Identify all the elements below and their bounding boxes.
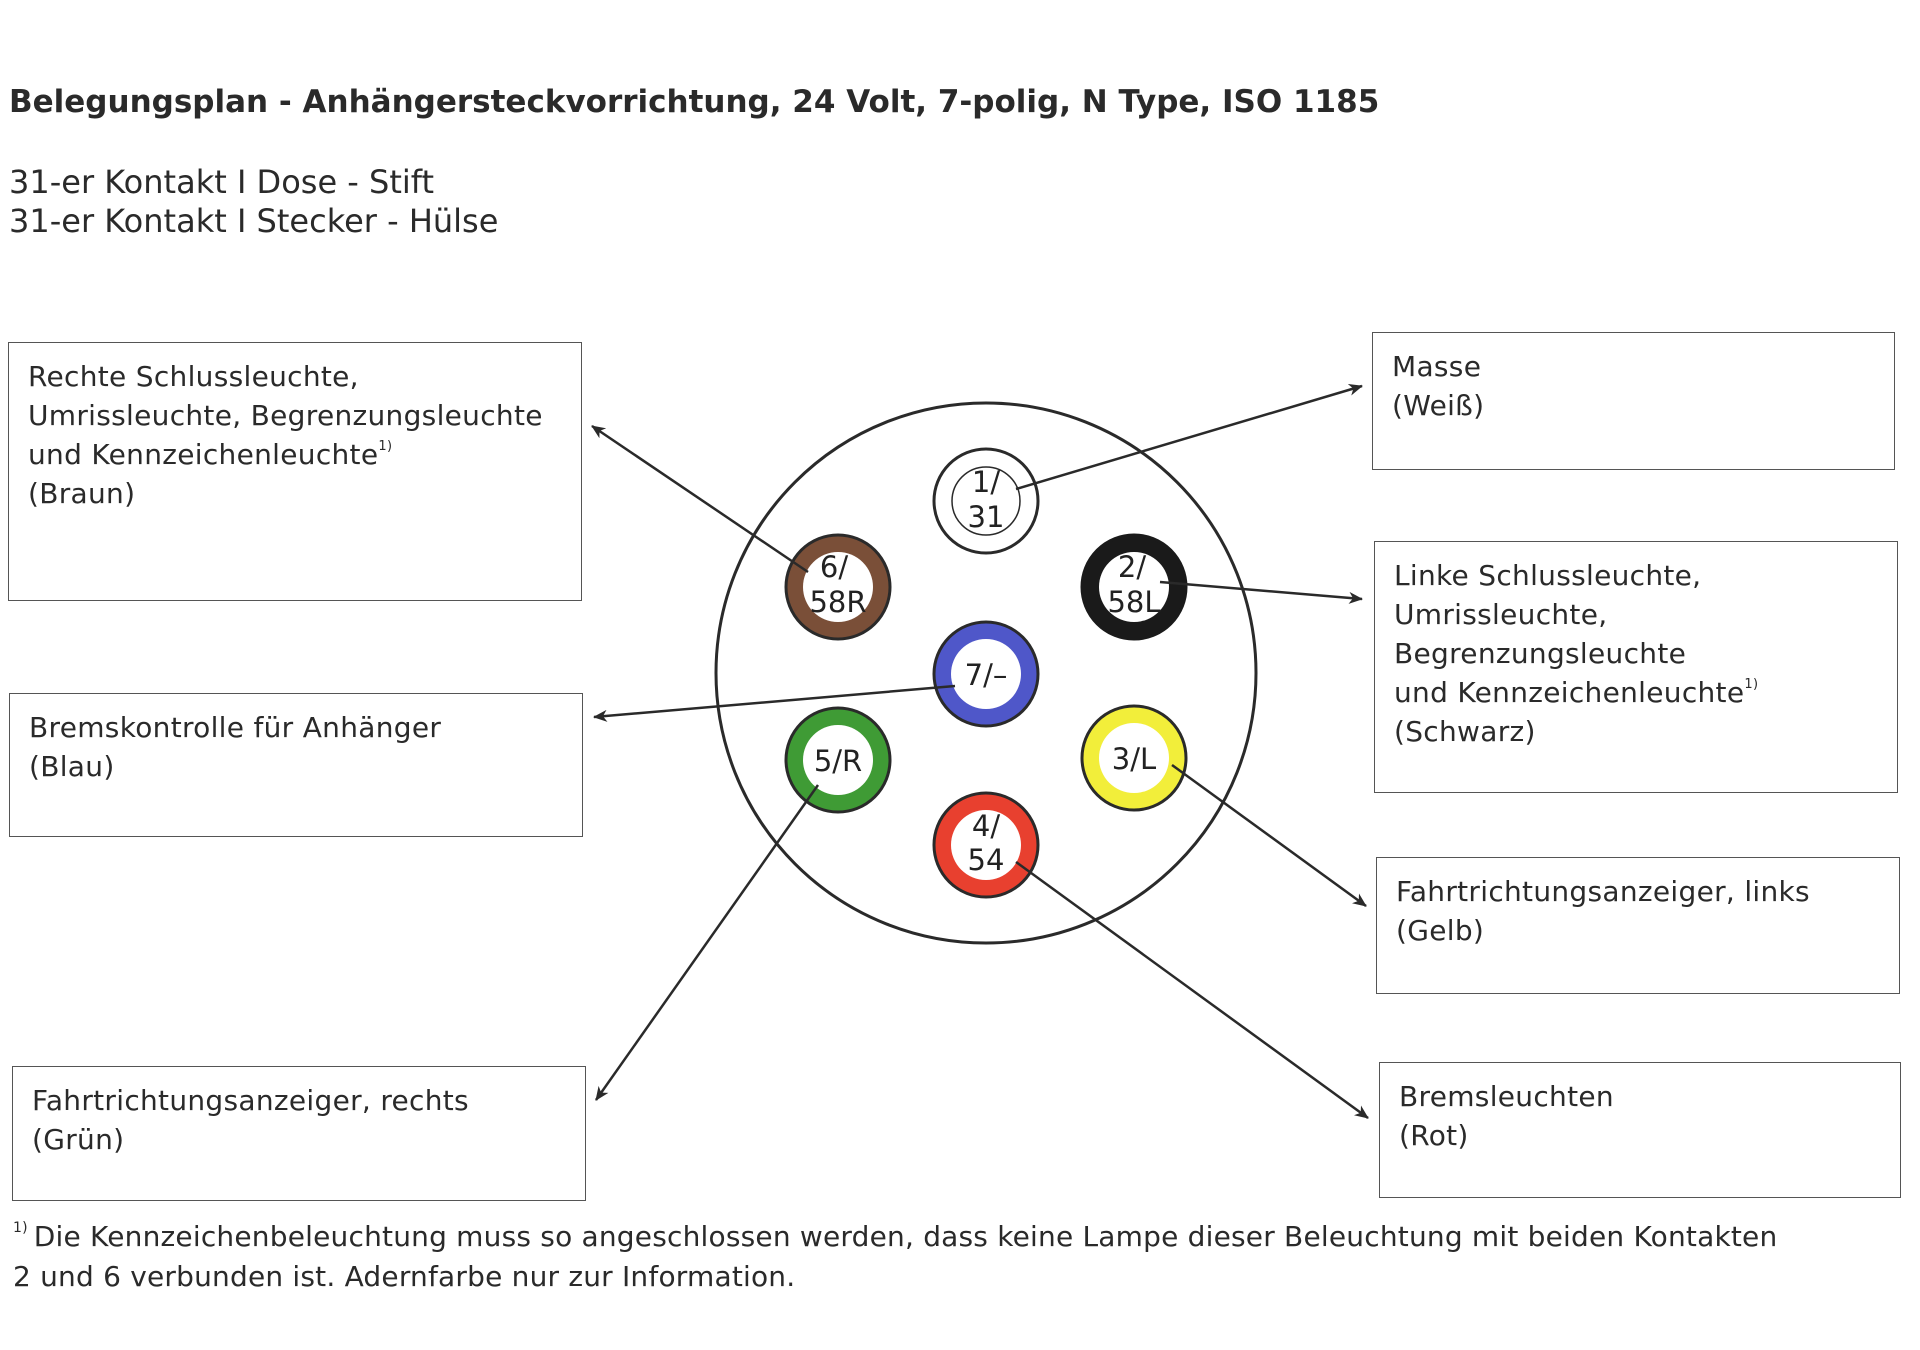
arrow-pin-5-to-rechts-blinker [594, 784, 820, 1101]
box-braun-line-1: Rechte Schlussleuchte, [28, 360, 359, 393]
box-gruen-line-1: Fahrtrichtungsanzeiger, rechts [32, 1084, 469, 1117]
page-title: Belegungsplan - Anhängersteckvorrichtung… [9, 84, 1380, 120]
footnote-line-1: Die Kennzeichenbeleuchtung muss so anges… [33, 1220, 1778, 1253]
pin-1: 1/ 31 [932, 447, 1040, 555]
footnote-mark: 1) [378, 439, 393, 454]
box-bremskontrolle: Bremskontrolle für Anhänger (Blau) [9, 693, 583, 837]
box-braun-line-3-wrap: und Kennzeichenleuchte1) [28, 435, 562, 474]
pin-4-label-bottom: 54 [968, 843, 1005, 877]
pin-7-label: 7/– [965, 658, 1008, 692]
box-schwarz-line-3: Begrenzungsleuchte [1394, 637, 1687, 670]
pin-6-label-top: 6/ [820, 550, 848, 584]
footnote-mark: 1) [1744, 677, 1759, 692]
box-masse: Masse (Weiß) [1372, 332, 1895, 470]
box-linke-schlussleuchte: Linke Schlussleuchte, Umrissleuchte, Beg… [1374, 541, 1898, 793]
box-bremsleuchten: Bremsleuchten (Rot) [1379, 1062, 1901, 1198]
pin-5-label: 5/R [814, 744, 862, 778]
box-rot-line-1: Bremsleuchten [1399, 1080, 1614, 1113]
box-schwarz-line-5: (Schwarz) [1394, 715, 1536, 748]
pin-3: 3/L [1080, 704, 1188, 812]
footnote: 1) Die Kennzeichenbeleuchtung muss so ang… [13, 1217, 1777, 1297]
arrow-pin-4-to-bremsleuchten [1015, 860, 1369, 1120]
box-rechte-schlussleuchte: Rechte Schlussleuchte, Umrissleuchte, Be… [8, 342, 582, 601]
pin-4-label-top: 4/ [972, 809, 1000, 843]
subtitle-line-1: 31-er Kontakt I Dose - Stift [9, 163, 435, 201]
box-schwarz-line-2: Umrissleuchte, [1394, 598, 1608, 631]
box-gelb-line-2: (Gelb) [1396, 914, 1485, 947]
box-weiss-line-1: Masse [1392, 350, 1482, 383]
box-braun-line-4: (Braun) [28, 477, 136, 510]
pin-2-label-bottom: 58L [1107, 585, 1160, 619]
box-schwarz-line-4: und Kennzeichenleuchte [1394, 676, 1745, 709]
box-blau-line-1: Bremskontrolle für Anhänger [29, 711, 442, 744]
pin-3-label: 3/L [1112, 742, 1156, 776]
pin-2: 2/ 58L [1080, 533, 1188, 641]
pin-6: 6/ 58R [784, 533, 892, 641]
box-braun-line-2: Umrissleuchte, Begrenzungsleuchte [28, 399, 543, 432]
pin-7: 7/– [932, 620, 1040, 728]
subtitle-line-2: 31-er Kontakt I Stecker - Hülse [9, 202, 499, 240]
connector-outline [714, 401, 1258, 945]
arrow-pin-7-to-bremskontrolle [593, 684, 956, 722]
box-fahrtrichtung-rechts: Fahrtrichtungsanzeiger, rechts (Grün) [12, 1066, 586, 1201]
footnote-line-1-wrap: 1) Die Kennzeichenbeleuchtung muss so ang… [13, 1217, 1777, 1257]
pin-2-label-top: 2/ [1118, 550, 1146, 584]
box-weiss-line-2: (Weiß) [1392, 389, 1485, 422]
arrow-pin-2-to-links-schluss [1159, 580, 1363, 604]
box-gruen-line-2: (Grün) [32, 1123, 125, 1156]
box-blau-line-2: (Blau) [29, 750, 115, 783]
arrow-pin-3-to-links-blinker [1171, 763, 1367, 908]
pin-1-label-top: 1/ [972, 465, 1000, 499]
box-gelb-line-1: Fahrtrichtungsanzeiger, links [1396, 875, 1810, 908]
box-fahrtrichtung-links: Fahrtrichtungsanzeiger, links (Gelb) [1376, 857, 1900, 994]
pin-1-label-bottom: 31 [968, 500, 1005, 534]
footnote-marker: 1) [13, 1220, 28, 1236]
pin-5: 5/R [784, 706, 892, 814]
box-schwarz-line-4-wrap: und Kennzeichenleuchte1) [1394, 673, 1878, 712]
pin-6-label-bottom: 58R [809, 585, 866, 619]
box-schwarz-line-1: Linke Schlussleuchte, [1394, 559, 1702, 592]
arrow-pin-1-to-masse [1015, 383, 1363, 491]
box-rot-line-2: (Rot) [1399, 1119, 1469, 1152]
footnote-line-2: 2 und 6 verbunden ist. Adernfarbe nur zu… [13, 1260, 796, 1293]
box-braun-line-3: und Kennzeichenleuchte [28, 438, 379, 471]
pin-4: 4/ 54 [932, 791, 1040, 899]
arrow-pin-6-to-rechts-schluss [591, 424, 809, 574]
